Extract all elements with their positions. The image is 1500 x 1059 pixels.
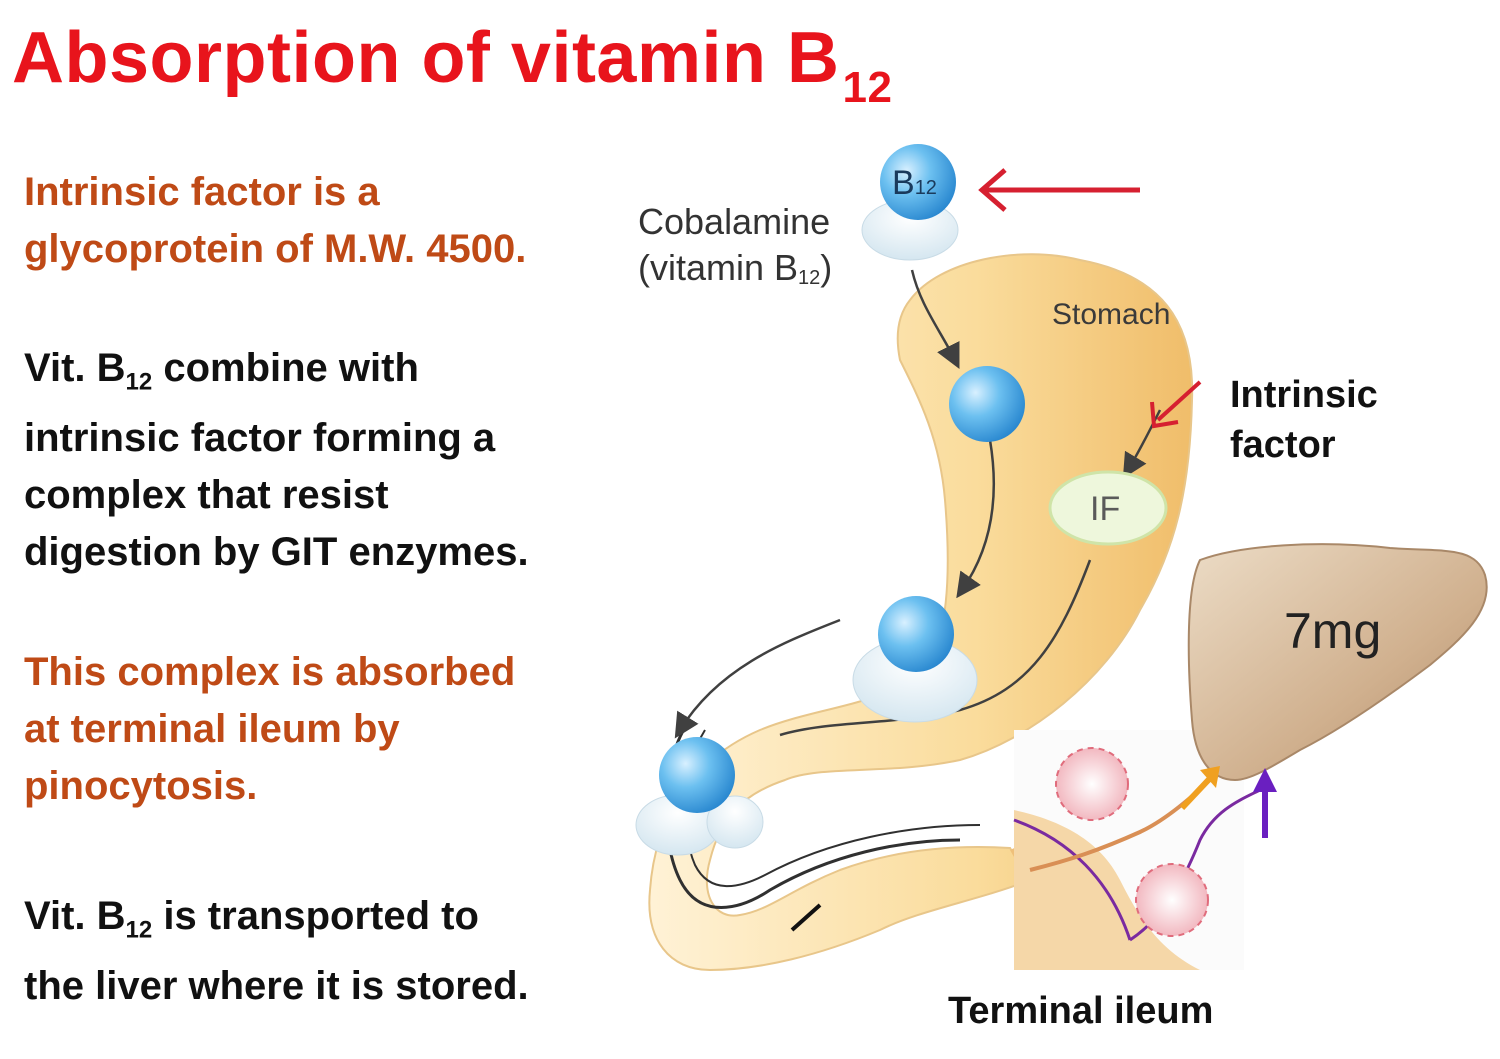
paragraph-liver-storage: Vit. B12 is transported to the liver whe…	[24, 888, 529, 1015]
orange-transport-arrow	[1179, 766, 1220, 811]
subscript: 12	[125, 916, 153, 944]
text-line: This complex is absorbed	[24, 650, 516, 694]
if-label: IF	[1090, 490, 1120, 528]
paragraph-intrinsic-factor: Intrinsic factor is a glycoprotein of M.…	[24, 164, 526, 278]
flow-arrow	[1122, 409, 1162, 479]
flow-arrow	[956, 439, 996, 599]
binding-cup	[706, 795, 764, 849]
text-line: complex that resist	[24, 473, 389, 518]
text-line: glycoprotein of M.W. 4500.	[24, 227, 527, 271]
text-line: Intrinsic factor is a	[24, 170, 380, 214]
text-line: Vit. B12 is transported to	[24, 888, 529, 958]
terminal-ileum-label: Terminal ileum	[948, 990, 1213, 1032]
flow-arrow	[674, 618, 841, 739]
b12-ball	[880, 144, 956, 220]
text-fragment: is transported to	[152, 894, 479, 938]
b12-absorption-diagram: B12 Cobalamine (vitamin B12) Stomach IF …	[635, 144, 1488, 1032]
b12-ball	[949, 366, 1025, 442]
paragraph-absorption: This complex is absorbed at terminal ile…	[24, 644, 515, 815]
ileal-cell	[1055, 747, 1129, 821]
cobalamine-label: Cobalamine	[638, 201, 830, 242]
text-fragment: combine with	[152, 346, 419, 390]
text-line: intrinsic factor forming a	[24, 416, 496, 461]
text-line: digestion by GIT enzymes.	[24, 530, 529, 575]
b12-input-arrow	[978, 168, 1140, 212]
ileal-cell	[1135, 863, 1209, 937]
purple-transport-arrow	[1253, 768, 1277, 838]
vitamin-b12-label: (vitamin B12)	[638, 247, 832, 289]
intrinsic-factor-label-line2: factor	[1230, 424, 1336, 466]
tick-mark	[790, 903, 822, 932]
text-fragment: Vit. B	[24, 894, 126, 938]
page-title: Absorption of vitamin B12	[12, 22, 892, 110]
b12-ball	[878, 596, 954, 672]
intrinsic-factor-oval	[1048, 470, 1168, 546]
intrinsic-factor-arrow	[1150, 380, 1202, 429]
title-subscript: 12	[842, 62, 893, 112]
liver-shape	[1187, 543, 1488, 782]
paragraph-complex-formation: Vit. B12 combine with intrinsic factor f…	[24, 340, 529, 581]
text-line: pinocytosis.	[24, 764, 258, 808]
text-fragment: Vit. B	[24, 346, 126, 390]
liver-b12-amount: 7mg	[1284, 603, 1381, 659]
stomach-label: Stomach	[1052, 298, 1170, 331]
b12-ball	[659, 737, 735, 813]
title-main: Absorption of vitamin B	[12, 18, 840, 98]
text-line: Vit. B12 combine with	[24, 340, 529, 410]
intrinsic-factor-label-line1: Intrinsic	[1230, 374, 1378, 416]
tract-line	[779, 559, 1092, 737]
text-line: at terminal ileum by	[24, 707, 400, 751]
flow-arrow	[910, 269, 960, 369]
text-line: the liver where it is stored.	[24, 964, 529, 1009]
subscript: 12	[125, 368, 153, 396]
b12-ball-label: B12	[892, 164, 937, 202]
